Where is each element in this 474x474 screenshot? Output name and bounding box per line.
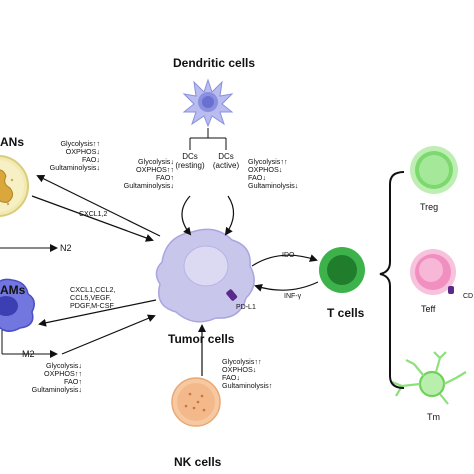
tam-factors: CXCL1,CCL2, CCL5,VEGF, PDGF,M-CSF (70, 286, 116, 310)
infg-label: INF-γ (284, 293, 302, 300)
cd-label: CD (463, 293, 474, 300)
arrow-tumor-to-tcell (251, 254, 318, 267)
tumor-cells-label: Tumor cells (168, 332, 235, 346)
metabolism-line: Gultaminolysis↑ (222, 381, 273, 390)
tam-factor-line: PDGF,M-CSF (70, 301, 114, 310)
arrow-tcell-to-tumor (254, 281, 319, 292)
dc-tree (189, 128, 227, 150)
metabolism-line: FAO↑ (156, 173, 174, 182)
metabolism-line: Glycolysis↑↑ (222, 357, 262, 366)
tans-label: ANs (0, 135, 25, 149)
n2-label: N2 (60, 243, 72, 253)
t-cell (319, 247, 365, 293)
dc-active-metabolism: Glycolysis↑↑ OXPHOS↓ FAO↓ Gultaminolysis… (248, 158, 298, 190)
teff-label: Teff (421, 304, 436, 314)
arrow-tan-to-tumor (31, 195, 154, 242)
metabolism-line: Gultaminolysis↓ (123, 181, 174, 190)
nk-metabolism: Glycolysis↑↑ OXPHOS↓ FAO↓ Gultaminolysis… (222, 358, 272, 390)
dcs-active-state: (active) (212, 161, 240, 170)
nk-cells-label: NK cells (174, 455, 222, 469)
tam-factor-line: CCL5,VEGF, (70, 293, 112, 302)
arrow-dc-active-to-tumor (224, 195, 235, 236)
metabolism-line: Glycolysis↓ (138, 157, 174, 166)
arrow-m2-to-tumor (61, 314, 156, 355)
tm-label: Tm (427, 412, 440, 422)
tan-metabolism: Glycolysis↑↑ OXPHOS↓ FAO↓ Gultaminolysis… (40, 140, 100, 172)
dcs-active-title: DCs (218, 152, 234, 161)
dcs-resting-label: DCs (resting) (167, 152, 213, 170)
arrow-dc-resting-to-tumor (181, 195, 192, 236)
tam-cell (0, 278, 35, 332)
t-subsets-brace (379, 171, 405, 389)
metabolism-line: FAO↓ (222, 373, 240, 382)
t-cells-label: T cells (327, 306, 365, 320)
tams-label: AMs (0, 283, 26, 297)
metabolism-line: OXPHOS↑↑ (44, 369, 82, 378)
arrow-tumor-to-tan (36, 175, 161, 237)
treg-cell (410, 146, 458, 194)
metabolism-line: Glycolysis↓ (46, 361, 82, 370)
tam-factor-line: CXCL1,CCL2, (70, 285, 116, 294)
metabolism-line: FAO↓ (248, 173, 266, 182)
dcs-resting-state: (resting) (175, 161, 205, 170)
metabolism-line: Glycolysis↑↑ (248, 157, 288, 166)
metabolism-line: OXPHOS↓ (65, 147, 100, 156)
metabolism-line: Gultaminolysis↓ (248, 181, 299, 190)
tm-cell (391, 351, 467, 405)
tam-metabolism: Glycolysis↓ OXPHOS↑↑ FAO↑ Gultaminolysis… (20, 362, 82, 394)
arrow-tumor-to-tam (38, 299, 157, 327)
metabolism-line: Glycolysis↑↑ (60, 139, 100, 148)
teff-cell (410, 249, 456, 295)
metabolism-line: OXPHOS↑↑ (136, 165, 174, 174)
treg-label: Treg (420, 202, 439, 212)
cxcl12-label: CXCL1,2 (79, 211, 108, 218)
metabolism-line: Gultaminolysis↓ (49, 163, 100, 172)
dcs-resting-title: DCs (182, 152, 198, 161)
tumor-cell (155, 228, 255, 323)
tan-cell (0, 155, 29, 217)
metabolism-line: Gultaminolysis↓ (31, 385, 82, 394)
pdl1-label: PD-L1 (236, 304, 256, 311)
dcs-active-label: DCs (active) (206, 152, 246, 170)
dendritic-cell (182, 78, 234, 128)
ido-label: IDO (282, 252, 295, 259)
metabolism-line: OXPHOS↓ (222, 365, 257, 374)
dendritic-cells-label: Dendritic cells (173, 56, 256, 70)
nk-cell (171, 377, 221, 427)
metabolism-line: FAO↓ (82, 155, 100, 164)
metabolism-line: FAO↑ (64, 377, 82, 386)
dc-resting-metabolism: Glycolysis↓ OXPHOS↑↑ FAO↑ Gultaminolysis… (112, 158, 174, 190)
metabolism-line: OXPHOS↓ (248, 165, 283, 174)
m2-label: M2 (22, 349, 35, 359)
